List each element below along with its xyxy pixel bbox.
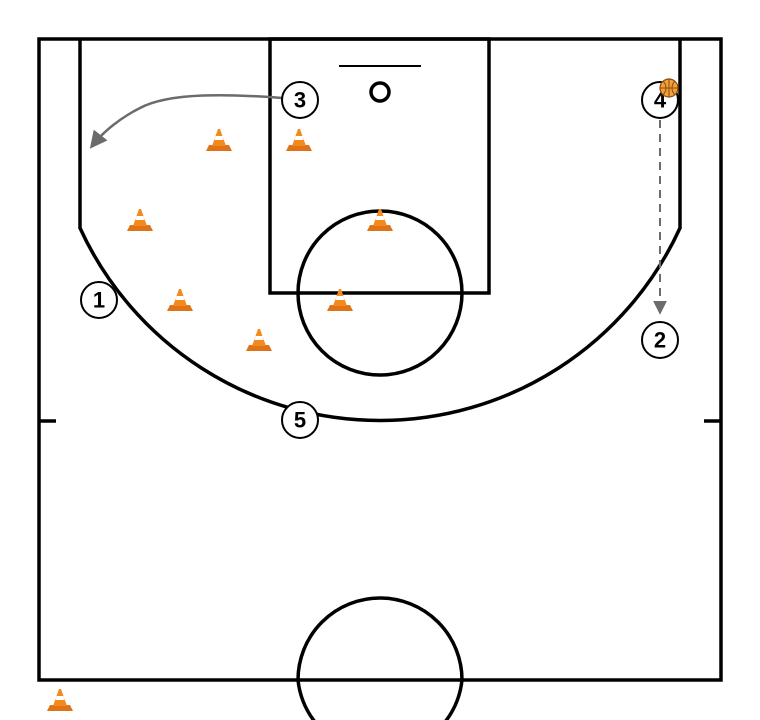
cut-arrow-player-3 <box>89 93 283 149</box>
cone <box>286 129 312 151</box>
three-point-line <box>78 39 682 423</box>
center-circle-lower-right <box>444 679 464 720</box>
player-2[interactable]: 2 <box>641 321 679 359</box>
lane-key <box>268 37 491 295</box>
center-circle-lower <box>296 679 316 720</box>
rim <box>369 81 391 103</box>
center-circle <box>296 596 464 681</box>
player-5[interactable]: 5 <box>281 401 319 439</box>
cone <box>167 289 193 311</box>
court-boundary <box>37 37 723 682</box>
player-3-label: 3 <box>294 88 306 113</box>
player-1-label: 1 <box>93 288 105 313</box>
cone <box>206 129 232 151</box>
cone <box>47 689 73 711</box>
player-1[interactable]: 1 <box>80 281 118 319</box>
player-2-label: 2 <box>654 328 666 353</box>
player-3[interactable]: 3 <box>281 81 319 119</box>
cone <box>246 329 272 351</box>
player-5-label: 5 <box>294 408 306 433</box>
cone <box>127 209 153 231</box>
basketball-icon <box>659 78 679 98</box>
